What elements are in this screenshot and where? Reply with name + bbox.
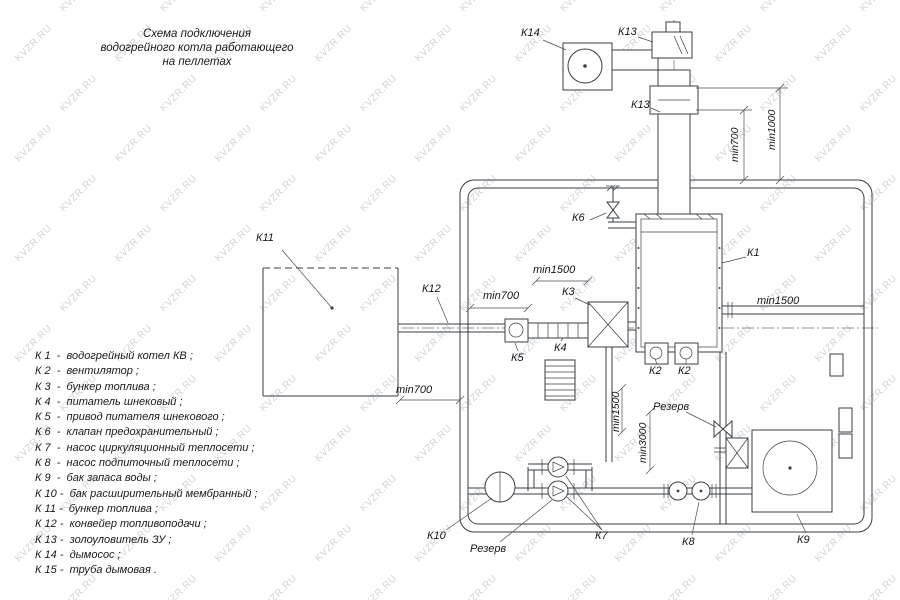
label-k13-top: К13 [618, 26, 637, 38]
chimney-k15 [611, 21, 699, 217]
legend-item-k9: К 9 - бак запаса воды ; [35, 472, 157, 485]
label-k4: К4 [554, 342, 567, 354]
legend-item-k11: К 11 - бункер топлива ; [35, 502, 159, 515]
wall-boxes [829, 353, 853, 459]
boiler-k1 [635, 213, 723, 353]
fuel-conveyor-k12 [398, 323, 506, 333]
legend-item-k2: К 2 - вентилятор ; [35, 365, 139, 378]
label-k2-right: К2 [678, 365, 691, 377]
title-line-1: Схема подключения [142, 28, 251, 40]
dim-min700-bottom: min700 [396, 384, 433, 396]
legend-item-k4: К 4 - питатель шнековый ; [35, 395, 183, 408]
label-reserve-pump: Резерв [470, 543, 507, 555]
label-k1: К1 [747, 247, 760, 259]
smoke-exhauster-k14 [562, 42, 613, 91]
label-k13-mid: К13 [631, 99, 650, 111]
title-line-2: водогрейного котла работающего [100, 42, 294, 54]
label-k9: К9 [797, 534, 810, 546]
dim-min1500-mid: min1500 [610, 391, 622, 432]
label-k8: К8 [682, 536, 695, 548]
dim-min1500-left: min1500 [533, 264, 576, 276]
fuel-bunker-k11 [262, 267, 399, 397]
legend: К 1 - водогрейный котел КВ ; К 2 - венти… [35, 349, 258, 578]
legend-item-k13: К 13 - золоуловитель ЗУ ; [35, 533, 172, 546]
legend-item-k12: К 12 - конвейер топливоподачи ; [35, 518, 207, 531]
legend-item-k15: К 15 - труба дымовая . [35, 564, 157, 577]
leader-lines [281, 36, 807, 543]
expansion-tank-k10 [484, 471, 516, 503]
label-k7: К7 [595, 530, 608, 542]
legend-item-k14: К 14 - дымосос ; [35, 548, 121, 561]
legend-item-k7: К 7 - насос циркуляционный теплосети ; [35, 441, 255, 454]
title-line-3: на пеллетах [162, 56, 232, 68]
label-k10: К10 [427, 530, 446, 542]
label-reserve-valve: Резерв [653, 401, 690, 413]
fuel-drop-pipe [544, 347, 613, 462]
dim-min1000-top: min1000 [766, 109, 778, 150]
label-k3: К3 [562, 286, 575, 298]
drawing-title: Схема подключения водогрейного котла раб… [92, 27, 302, 69]
dim-min700-top: min700 [729, 127, 741, 162]
label-k2-left: К2 [649, 365, 662, 377]
label-k14: К14 [521, 27, 540, 39]
feed-pump-k8 [663, 481, 717, 501]
screw-feeder-k4 [527, 322, 589, 339]
legend-item-k8: К 8 - насос подпиточный теплосети ; [35, 457, 240, 470]
safety-valve-k6 [606, 185, 636, 229]
label-k11: К11 [256, 232, 274, 244]
label-k12: К12 [422, 283, 441, 295]
dimension-lines [395, 83, 788, 475]
supply-pipe-right [722, 302, 864, 318]
dim-min3000-mid: min3000 [637, 422, 649, 463]
dim-min700-left: min700 [483, 290, 520, 302]
legend-item-k10: К 10 - бак расширительный мембранный ; [35, 487, 258, 500]
feeder-drive-k5 [504, 318, 529, 343]
legend-item-k6: К 6 - клапан предохранительный ; [35, 426, 219, 439]
legend-item-k3: К 3 - бункер топлива ; [35, 380, 156, 393]
reserve-pipe-valve [713, 352, 733, 524]
water-tank-k9 [725, 429, 833, 513]
label-k6: К6 [572, 212, 585, 224]
dim-min1500-right: min1500 [757, 295, 800, 307]
legend-item-k1: К 1 - водогрейный котел КВ ; [35, 350, 193, 362]
fuel-bunker-k3 [587, 301, 629, 348]
fans-k2 [644, 342, 699, 365]
label-k5: К5 [511, 352, 524, 364]
legend-item-k5: К 5 - привод питателя шнекового ; [35, 411, 225, 424]
